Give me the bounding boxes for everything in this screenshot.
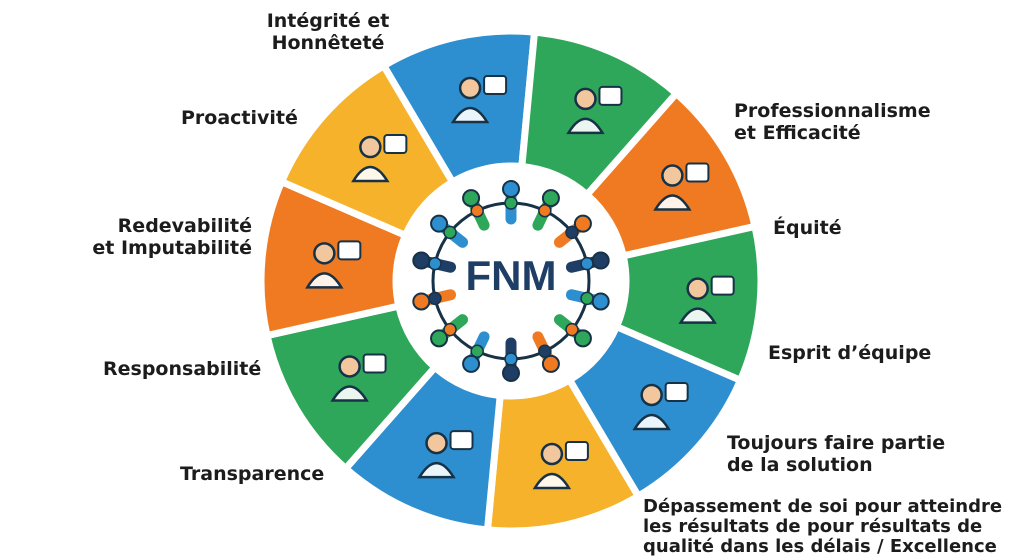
ring-person-hands [565,225,579,240]
label-equite-line-1: Équité [773,217,842,239]
hurdle-runner-icon [532,440,589,490]
ring-person-hands [565,322,579,337]
ring-person-hands [580,291,594,306]
label-professionnalisme: Professionnalisme et Efficacité [734,100,931,144]
ring-person-head [502,180,520,198]
ring-person-head [430,214,449,233]
magnifier-document-icon [417,430,474,479]
ring-person-head [573,214,592,233]
lightbulb-person-icon [632,381,689,431]
ring-person-head [412,251,431,270]
ring-person-hands [504,196,518,210]
ring-person-hands [504,352,518,366]
label-redevabilite-line-2: et Imputabilité [92,237,252,259]
label-toujours: Toujours faire partie de la solution [727,432,945,476]
label-esprit-line-1: Esprit d’équipe [768,342,932,364]
presenter-audience-icon [305,240,362,289]
label-integrite-line-2: Honnêteté [271,32,385,54]
label-depassement-line-2: les résultats de pour résultats de [643,516,983,537]
label-responsabilite: Responsabilité [103,358,261,380]
label-toujours-line-2: de la solution [727,454,873,476]
ring-person-hands [428,256,442,271]
ring-person-head [462,189,481,208]
label-proactivite: Proactivité [181,107,298,129]
label-esprit: Esprit d’équipe [768,342,931,364]
label-depassement-line-3: qualité dans les délais / Excellence [643,536,997,557]
ring-person-hands [428,291,442,306]
ring-person-head [573,329,592,348]
scales-and-group-icon [653,162,710,211]
label-depassement-line-1: Dépassement de soi pour atteindre [643,496,1003,517]
ring-person-hands [443,322,457,337]
label-redevabilite: Redevabilité et Imputabilité [70,215,252,259]
label-professionnalisme-line-1: Professionnalisme [734,100,931,122]
ring-person-head [430,329,449,348]
label-redevabilite-line-1: Redevabilité [117,215,252,237]
ring-person-head [591,251,610,270]
ring-person-head [591,292,610,311]
label-responsabilite-line-1: Responsabilité [103,358,262,380]
label-integrite-line-1: Intégrité et [266,10,390,32]
ring-person-hands [580,256,594,271]
ring-person-head [541,354,560,373]
label-professionnalisme-line-2: et Efficacité [734,122,861,144]
label-toujours-line-1: Toujours faire partie [727,432,946,454]
label-depassement: Dépassement de soi pour atteindre les ré… [643,497,1002,557]
ring-person-head [412,292,431,311]
label-proactivite-line-1: Proactivité [181,107,298,129]
ring-person-hands [443,225,457,240]
center-title: FNM [466,252,557,299]
puzzle-team-icon [678,275,735,324]
ring-person-head [502,364,520,382]
label-transparence-line-1: Transparence [180,463,325,485]
handshake-scales-icon [450,75,508,124]
professional-at-laptop-icon [566,85,623,135]
weightlifter-icon [330,353,387,402]
label-integrite: Intégrité et Honnêteté [258,10,398,54]
label-transparence: Transparence [180,463,324,485]
ring-person-head [541,189,560,208]
ring-person-head [462,354,481,373]
label-equite: Équité [773,217,842,239]
growth-chart-person-icon [351,134,408,183]
